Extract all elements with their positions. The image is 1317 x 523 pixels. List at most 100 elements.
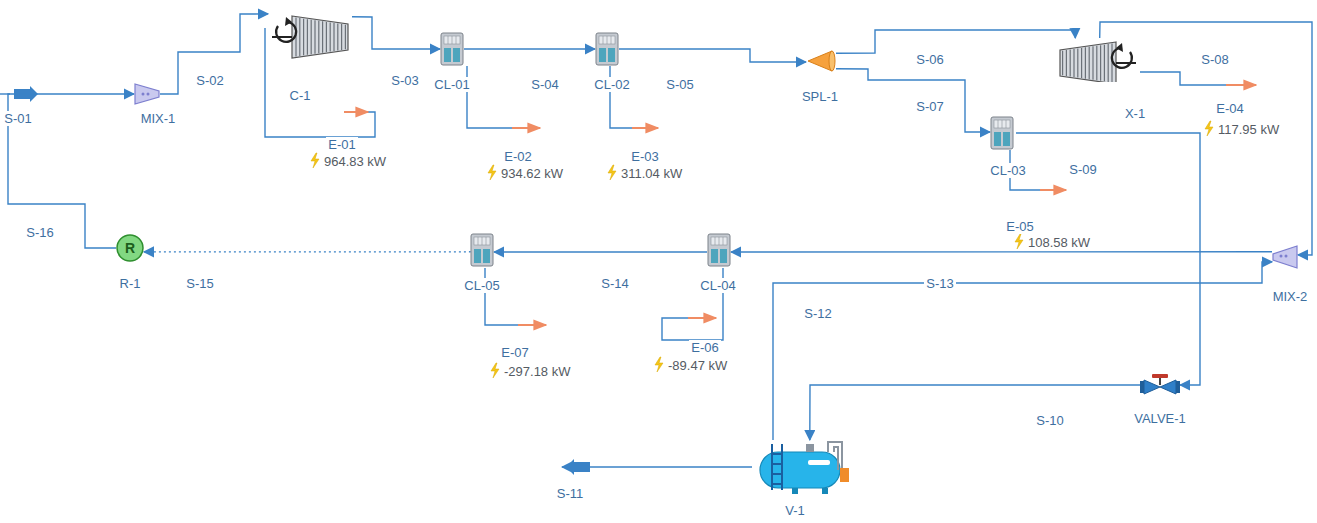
stream-line <box>144 250 470 252</box>
unit-name: V-1 <box>783 503 807 518</box>
bolt <box>655 357 663 372</box>
stream-label: S-10 <box>1034 413 1065 428</box>
unit-operation: MIX-2 <box>1272 244 1298 270</box>
stream-label: S-14 <box>599 276 630 291</box>
energy-value: 311.04 kW <box>619 166 684 181</box>
unit-name: R-1 <box>118 276 143 291</box>
unit-icon <box>806 48 836 74</box>
stream-label: S-08 <box>1199 52 1230 67</box>
stream-line <box>494 251 707 252</box>
unit-operation: VALVE-1 <box>1140 372 1180 398</box>
unit-icon <box>990 116 1016 150</box>
stream-label: S-06 <box>914 52 945 67</box>
unit-name: MIX-1 <box>139 111 178 126</box>
flow-arrows <box>14 86 590 475</box>
unit-operation: MIX-1 <box>134 82 160 106</box>
stream-label: E-03 <box>629 149 660 164</box>
stream-label: E-04 <box>1214 101 1245 116</box>
stream-line <box>836 69 990 132</box>
unit-operation: CL-05 <box>470 233 494 267</box>
energy-value: 964.83 kW <box>322 154 388 169</box>
stream-label: E-02 <box>502 149 533 164</box>
stream-label: S-13 <box>924 276 955 291</box>
unit-icon <box>1140 372 1180 398</box>
bolt <box>1015 234 1023 249</box>
bolt <box>1205 121 1213 136</box>
stream-label: S-15 <box>184 276 215 291</box>
unit-icon <box>752 440 857 495</box>
unit-icon <box>440 32 464 66</box>
flow-arrow <box>566 459 590 475</box>
unit-name: MIX-2 <box>1271 289 1310 304</box>
unit-icon <box>268 12 352 60</box>
stream-label: S-11 <box>555 486 586 501</box>
unit-name: CL-04 <box>698 278 737 293</box>
unit-operation: CL-02 <box>595 32 619 66</box>
wire <box>610 66 632 128</box>
unit-name: CL-05 <box>462 278 501 293</box>
unit-icon <box>707 233 731 267</box>
unit-operation: CL-04 <box>707 233 731 267</box>
stream-label: S-12 <box>802 306 833 321</box>
unit-icon <box>470 233 494 267</box>
unit-operation: CL-03 <box>990 116 1016 150</box>
unit-icon <box>1272 244 1298 270</box>
unit-name: SPL-1 <box>800 89 840 104</box>
stream-label: E-05 <box>1004 219 1035 234</box>
bolt <box>311 153 319 168</box>
stream-line <box>731 251 1272 253</box>
energy-arrow <box>688 317 716 319</box>
stream-line <box>619 49 806 62</box>
bolt <box>491 363 499 378</box>
unit-operation: C-1 <box>268 12 352 60</box>
stream-line <box>160 14 268 94</box>
energy-value: 108.58 kW <box>1026 235 1092 250</box>
wire <box>467 66 512 128</box>
energy-value: 934.62 kW <box>499 166 565 181</box>
stream-label: S-02 <box>194 73 225 88</box>
energy-value: 117.95 kW <box>1216 122 1281 137</box>
stream-line <box>1100 22 1312 255</box>
energy-wires <box>0 28 1226 467</box>
energy-arrow <box>344 111 368 113</box>
unit-icon <box>134 82 160 106</box>
unit-name: VALVE-1 <box>1132 411 1188 426</box>
energy-arrow <box>1040 189 1066 191</box>
unit-operation: V-1 <box>752 440 857 495</box>
unit-operation: X-1 <box>1056 38 1140 82</box>
stream-label: E-01 <box>326 137 357 152</box>
stream-line <box>1016 133 1200 385</box>
stream-label: S-03 <box>389 73 420 88</box>
energy-value: -89.47 kW <box>666 358 729 373</box>
stream-label: S-05 <box>664 77 695 92</box>
unit-symbol: R <box>125 240 135 256</box>
bolt <box>488 165 496 180</box>
bolt <box>608 165 616 180</box>
stream-line <box>810 385 1140 440</box>
unit-operation: SPL-1 <box>806 48 836 74</box>
unit-icon <box>1056 38 1140 82</box>
energy-bolts <box>311 121 1213 378</box>
stream-label: S-07 <box>914 99 945 114</box>
wire <box>1140 72 1226 85</box>
energy-arrows <box>344 85 1256 325</box>
stream-label: S-09 <box>1067 162 1098 177</box>
stream-line <box>836 30 1075 53</box>
energy-arrow <box>1226 84 1256 86</box>
unit-name: CL-01 <box>432 77 471 92</box>
energy-value: -297.18 kW <box>502 364 572 379</box>
stream-label: S-04 <box>529 77 560 92</box>
unit-name: X-1 <box>1123 106 1147 121</box>
unit-name: CL-03 <box>988 163 1027 178</box>
stream-line <box>464 48 595 49</box>
product-line <box>562 466 752 467</box>
unit-operation: RR-1 <box>116 234 144 262</box>
stream-line <box>352 17 440 49</box>
energy-arrow <box>512 127 540 129</box>
energy-arrow <box>518 324 546 326</box>
stream-line <box>773 262 1272 440</box>
unit-icon <box>595 32 619 66</box>
unit-name: C-1 <box>288 88 313 103</box>
stream-label: S-16 <box>24 225 55 240</box>
